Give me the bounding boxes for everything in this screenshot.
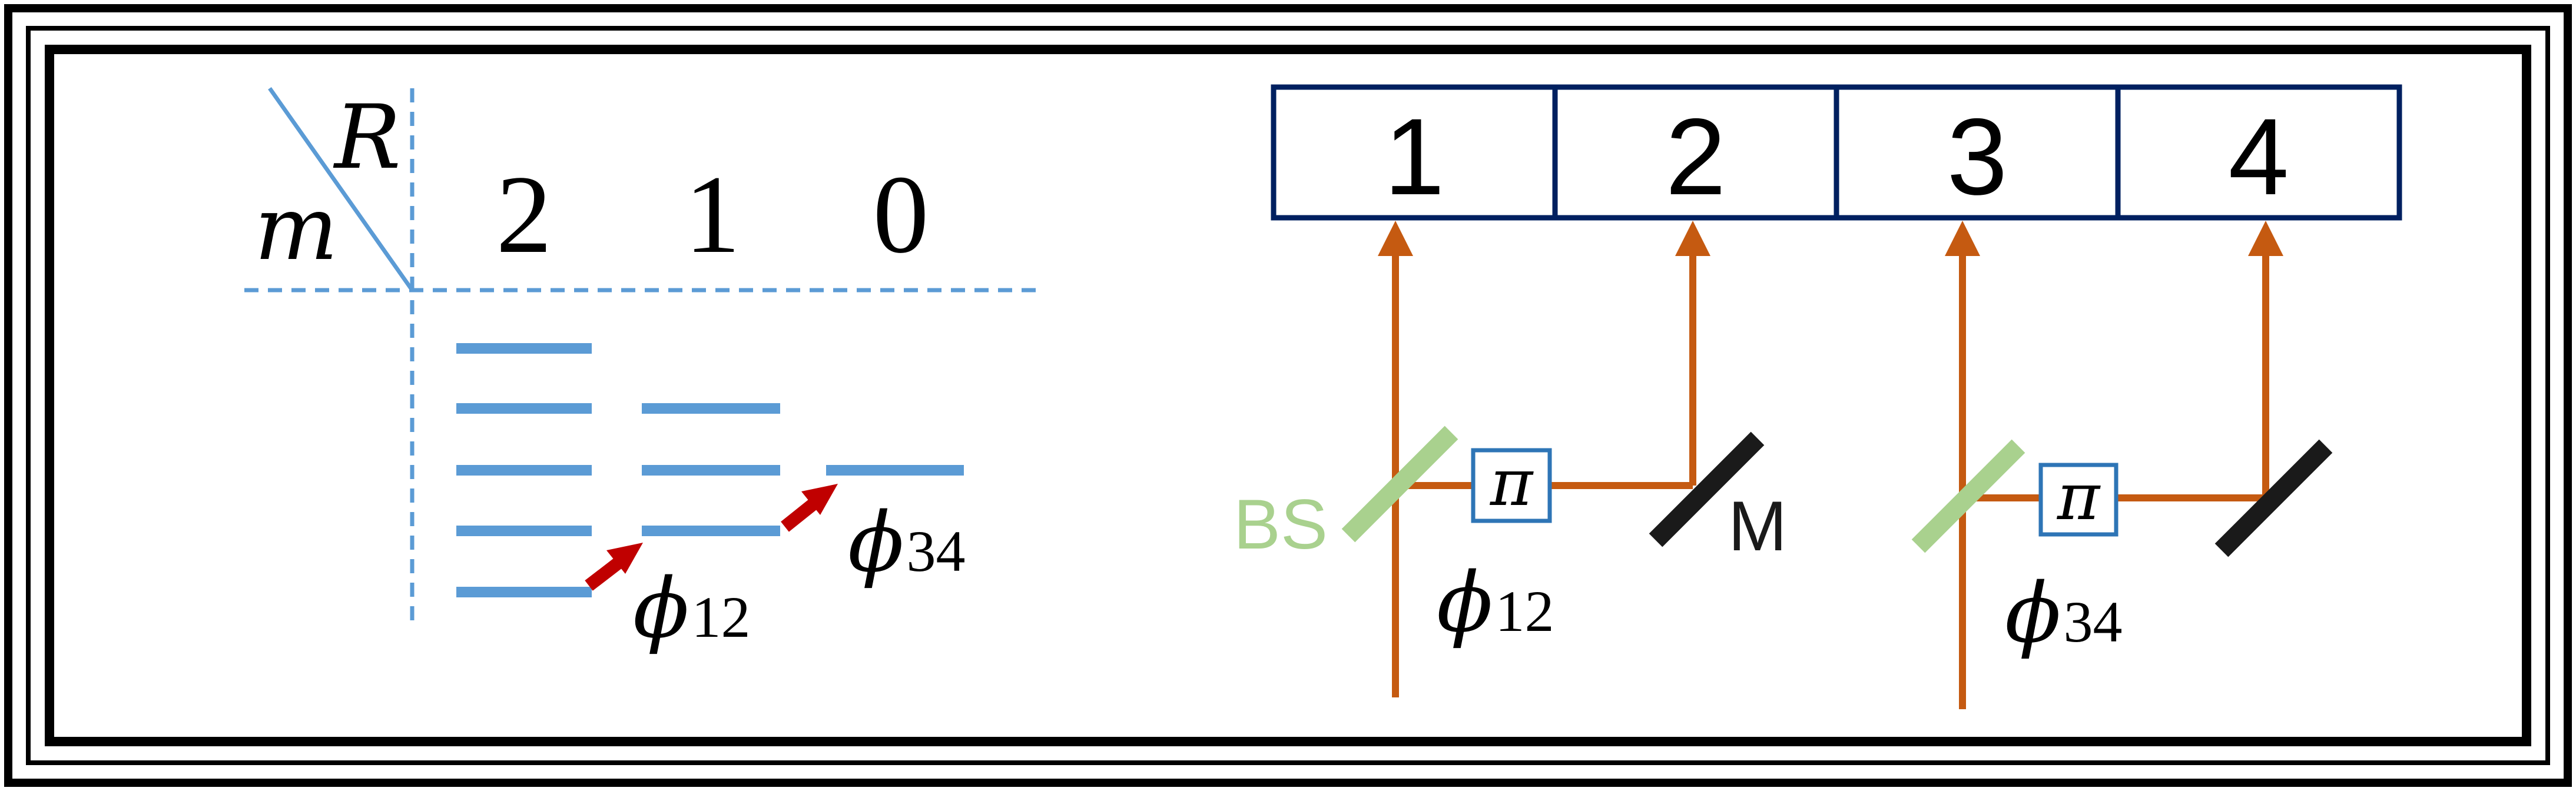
interferometer-diagram: 1 2 3 4 π BS M ϕ12 π [1234,84,2402,709]
detector-array: 1 2 3 4 [1271,84,2402,221]
interferometer-2: π ϕ34 [1911,221,2333,709]
detector-label-1: 1 [1384,97,1445,218]
red-arrow-phi12 [585,543,643,591]
level-diagram: R m 2 1 0 [244,87,1039,657]
corner-row-label: R [333,87,401,189]
outer-frame [4,4,2572,787]
phase-plate-label: π [2057,459,2101,534]
red-arrow-phi34 [781,484,838,532]
interferometer-1: π BS M ϕ12 [1234,221,1787,697]
mirror [1649,431,1765,547]
corner-col-label: m [254,178,338,280]
phase-plate-box [1471,448,1552,523]
mirror-label: M [1728,487,1787,566]
column-header-2: 2 [496,153,552,277]
levels-column-1 [642,403,780,536]
beamsplitter-label: BS [1234,485,1328,564]
column-header-1: 1 [685,153,741,277]
detector-label-4: 4 [2229,97,2289,218]
beamsplitter [1341,426,1458,543]
corner-diagonal-line [268,87,414,292]
phase-label-phi34-right: ϕ34 [2005,566,2122,662]
phase-label-phi34: ϕ34 [848,495,965,591]
phase-label-phi12-right: ϕ12 [1437,555,1554,651]
mirror [2214,439,2333,557]
phase-plate-label: π [1490,445,1534,520]
phase-plate-box [2038,463,2119,537]
detector-cell-2 [1552,84,1839,221]
detector-cell-4 [2115,84,2402,221]
detector-label-2: 2 [1666,97,1726,218]
phase-label-phi12: ϕ12 [633,561,750,657]
beamsplitter [1911,439,2025,553]
detector-label-3: 3 [1947,97,2008,218]
column-header-0: 0 [873,153,929,277]
levels-column-2 [456,343,592,597]
